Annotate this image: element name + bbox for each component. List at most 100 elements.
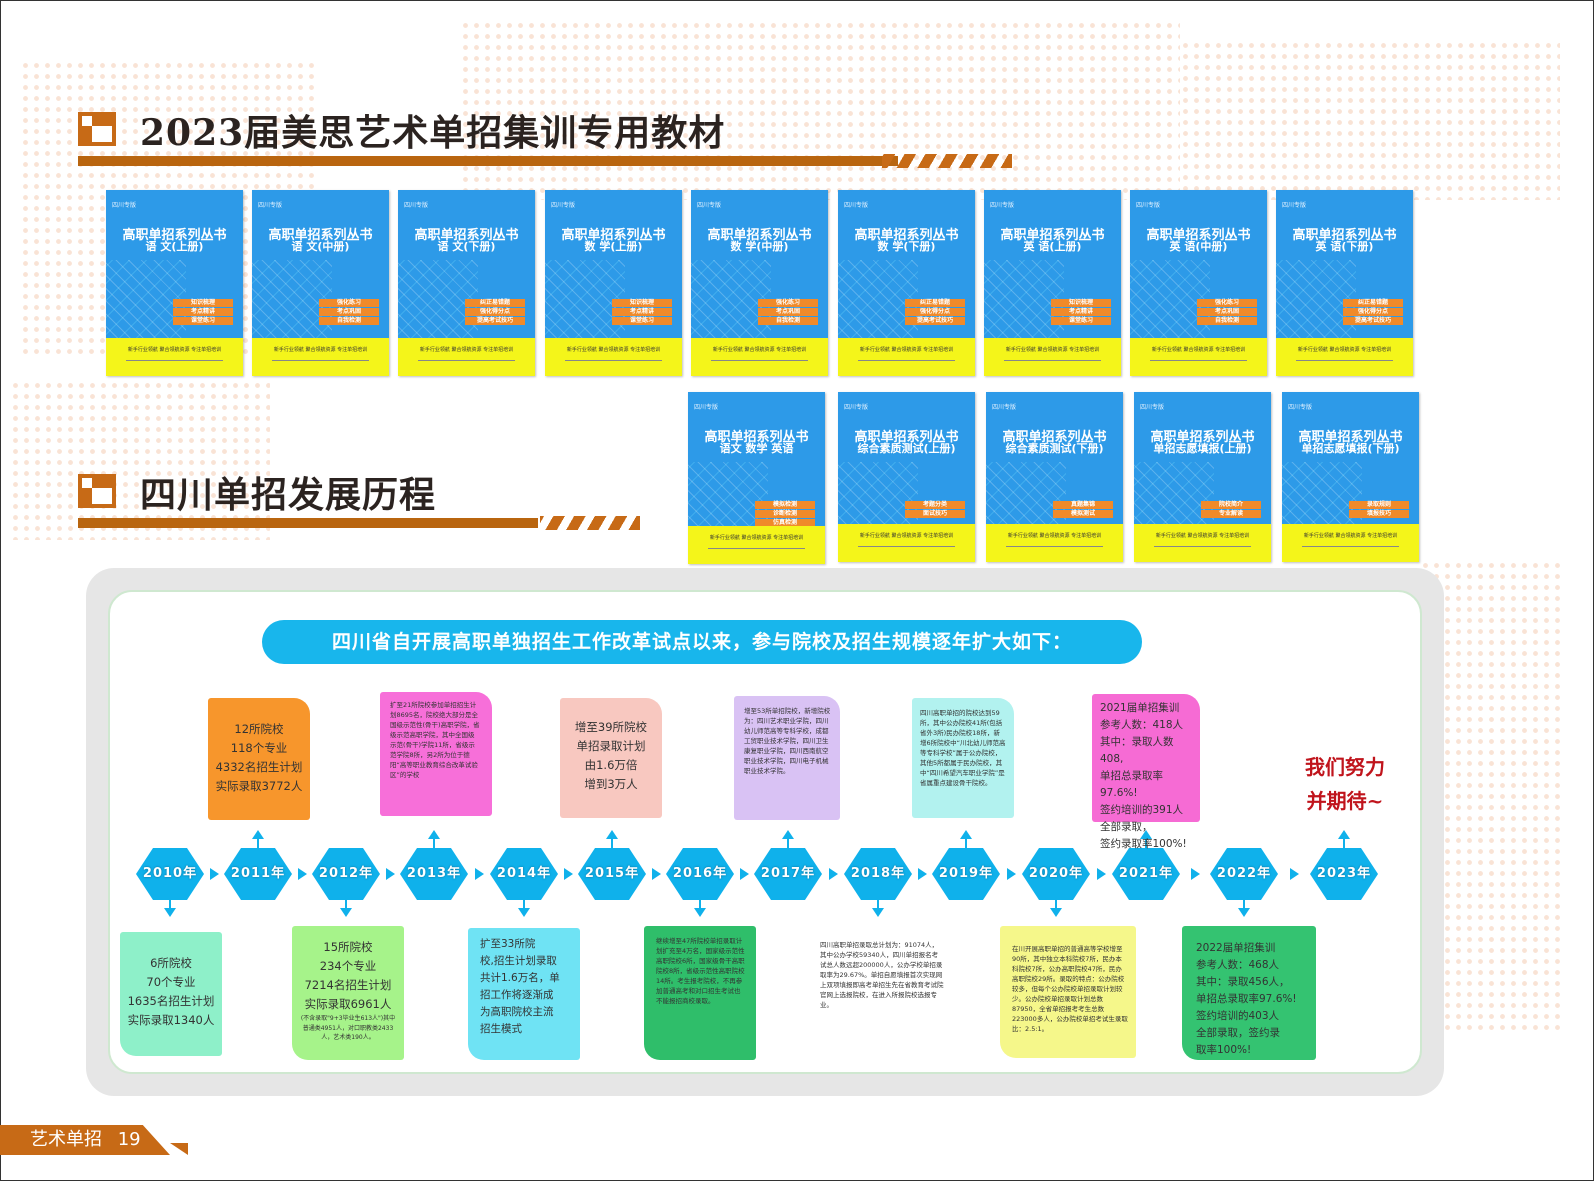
section-underline-stripes <box>882 154 1012 168</box>
book-publisher: 四川专版 <box>1136 202 1161 209</box>
year-node: 2022年 <box>1210 848 1278 900</box>
book-subject: 单招志愿填报(下册) <box>1301 442 1400 455</box>
card-line: 扩至33所院 <box>480 938 536 950</box>
card-line: 签约培训的403人 <box>1196 1010 1280 1022</box>
card-2020: 在川开展高职单招的普通高等学校增至90所，其中独立本科院校7所，民办本科院校7所… <box>1000 926 1136 1058</box>
section-title: 四川单招发展历程 <box>140 474 437 516</box>
book-tag: 自我检测 <box>758 317 818 325</box>
card-line: 12所院校 <box>234 722 284 736</box>
book-tag: 强化练习 <box>1197 299 1257 307</box>
section-underline-stripes <box>540 516 640 530</box>
book-footer: 新手行业领航 聚合领航资源 专注单招培训 <box>1276 338 1413 376</box>
book-footer: 新手行业领航 聚合领航资源 专注单招培训 <box>106 338 243 376</box>
book-footer-rule <box>858 360 955 361</box>
book-tag: 提高考试技巧 <box>905 317 965 325</box>
arrow-right-icon <box>210 868 219 880</box>
book-footer-rule <box>1006 546 1103 547</box>
connector-line <box>787 838 789 848</box>
timeline-banner: 四川省自开展高职单独招生工作改革试点以来，参与院校及招生规模逐年扩大如下： <box>262 620 1142 664</box>
arrow-down-icon <box>1238 908 1250 917</box>
card-line: 其中：录取456人， <box>1196 976 1290 988</box>
book-tag: 自我检测 <box>1197 317 1257 325</box>
book-subject: 综合素质测试(上册) <box>857 442 956 455</box>
book-series: 高职单招系列丛书 <box>414 228 519 243</box>
book-publisher: 四川专版 <box>697 202 722 209</box>
arrow-right-icon <box>740 868 749 880</box>
book-footer-rule <box>708 548 805 549</box>
page-number: 19 <box>117 1129 141 1150</box>
book-footer-slogan: 新手行业领航 聚合领航资源 专注单招培训 <box>712 347 807 353</box>
book-tag: 录取规则 <box>1349 501 1409 509</box>
book-footer-slogan: 新手行业领航 聚合领航资源 专注单招培训 <box>566 347 661 353</box>
book-tags: 知识梳理考点精讲课堂练习 <box>173 298 233 326</box>
card-2015: 增至39所院校 单招录取计划 由1.6万倍 增到3万人 <box>560 698 662 818</box>
textbook-cover: 四川专版高职单招系列丛书语 文(下册)纠正易错题强化得分点提高考试技巧新手行业领… <box>398 190 535 376</box>
arrow-right-icon <box>1097 868 1106 880</box>
card-line: 取率100%! <box>1196 1044 1252 1056</box>
card-2010: 6所院校 70个专业 1635名招生计划 实际录取1340人 <box>120 932 222 1056</box>
book-footer: 新手行业领航 聚合领航资源 专注单招培训 <box>838 338 975 376</box>
year-node: 2013年 <box>400 848 468 900</box>
arrow-down-icon <box>1050 908 1062 917</box>
connector-line <box>1055 900 1057 910</box>
arrow-up-icon <box>960 830 972 839</box>
card-line: 单招总录取率97.6%! <box>1196 993 1297 1005</box>
book-footer: 新手行业领航 聚合领航资源 专注单招培训 <box>1134 524 1271 562</box>
arrow-up-icon <box>1140 830 1152 839</box>
card-line: 招生模式 <box>480 1023 522 1035</box>
book-tag: 强化得分点 <box>465 308 525 316</box>
card-2021: 2021届单招集训 参考人数：418人 其中：录取人数408, 单招总录取率97… <box>1092 694 1200 850</box>
book-tags: 考题分类面试技巧 <box>905 500 965 519</box>
connector-line <box>1343 838 1345 848</box>
connector-line <box>877 900 879 910</box>
arrow-up-icon <box>252 830 264 839</box>
card-text: 四川高职单招录取总计划为：91074人，其中公办学校59340人，四川单招报名考… <box>820 941 944 1009</box>
footer-page-tab: 艺术单招 19 <box>0 1125 170 1155</box>
book-publisher: 四川专版 <box>112 202 137 209</box>
book-tag: 强化得分点 <box>1343 308 1403 316</box>
card-line: 增到3万人 <box>584 777 638 791</box>
book-tag: 模拟检测 <box>755 501 815 509</box>
card-2014: 扩至33所院 校,招生计划录取 共计1.6万名，单 招工作将逐渐成 为高职院校主… <box>468 928 580 1060</box>
card-text: 四川高职单招的院校达到59所，其中公办院校41所(包括省外3所)民办院校18所，… <box>920 709 1006 787</box>
book-series: 高职单招系列丛书 <box>122 228 227 243</box>
book-footer: 新手行业领航 聚合领航资源 专注单招培训 <box>691 338 828 376</box>
book-tags: 模拟检测诊断检测仿真检测 <box>755 500 815 528</box>
connector-line <box>257 838 259 848</box>
arrow-right-icon <box>652 868 661 880</box>
card-line: 单招录取计划 <box>576 739 646 753</box>
arrow-right-icon <box>1007 868 1016 880</box>
card-line: 234个专业 <box>319 959 377 973</box>
book-footer-rule <box>272 360 369 361</box>
arrow-right-icon <box>475 868 484 880</box>
book-footer-rule <box>1154 546 1251 547</box>
arrow-up-icon <box>782 830 794 839</box>
arrow-down-icon <box>340 908 352 917</box>
connector-line <box>523 900 525 910</box>
connector-line <box>965 838 967 848</box>
circuit-pattern <box>545 260 625 340</box>
book-tag: 提高考试技巧 <box>465 317 525 325</box>
book-publisher: 四川专版 <box>844 202 869 209</box>
year-node: 2010年 <box>136 848 204 900</box>
book-footer-slogan: 新手行业领航 聚合领航资源 专注单招培训 <box>1155 533 1250 539</box>
book-series: 高职单招系列丛书 <box>1292 228 1397 243</box>
card-text: 在川开展高职单招的普通高等学校增至90所，其中独立本科院校7所，民办本科院校7所… <box>1012 945 1128 1033</box>
book-tag: 模拟测试 <box>1053 510 1113 518</box>
textbook-cover: 四川专版高职单招系列丛书单招志愿填报(下册)录取规则填报技巧新手行业领航 聚合领… <box>1282 392 1419 562</box>
book-footer-rule <box>565 360 662 361</box>
year-node: 2023年 <box>1310 848 1378 900</box>
card-line: 其中：录取人数408, <box>1100 736 1174 765</box>
card-line: 全部录取，签约录 <box>1196 1027 1280 1039</box>
card-2019: 四川高职单招的院校达到59所，其中公办院校41所(包括省外3所)民办院校18所，… <box>912 698 1014 818</box>
book-publisher: 四川专版 <box>258 202 283 209</box>
book-tags: 强化练习考点巩固自我检测 <box>1197 298 1257 326</box>
book-series: 高职单招系列丛书 <box>268 228 373 243</box>
card-line: 15所院校 <box>323 940 373 954</box>
book-tags: 真题集锦模拟测试 <box>1053 500 1113 519</box>
circuit-pattern <box>691 260 771 340</box>
card-line: 实际录取1340人 <box>127 1013 215 1027</box>
textbook-cover: 四川专版高职单招系列丛书语 文(上册)知识梳理考点精讲课堂练习新手行业领航 聚合… <box>106 190 243 376</box>
book-series: 高职单招系列丛书 <box>1150 430 1255 445</box>
book-series: 高职单招系列丛书 <box>1000 228 1105 243</box>
